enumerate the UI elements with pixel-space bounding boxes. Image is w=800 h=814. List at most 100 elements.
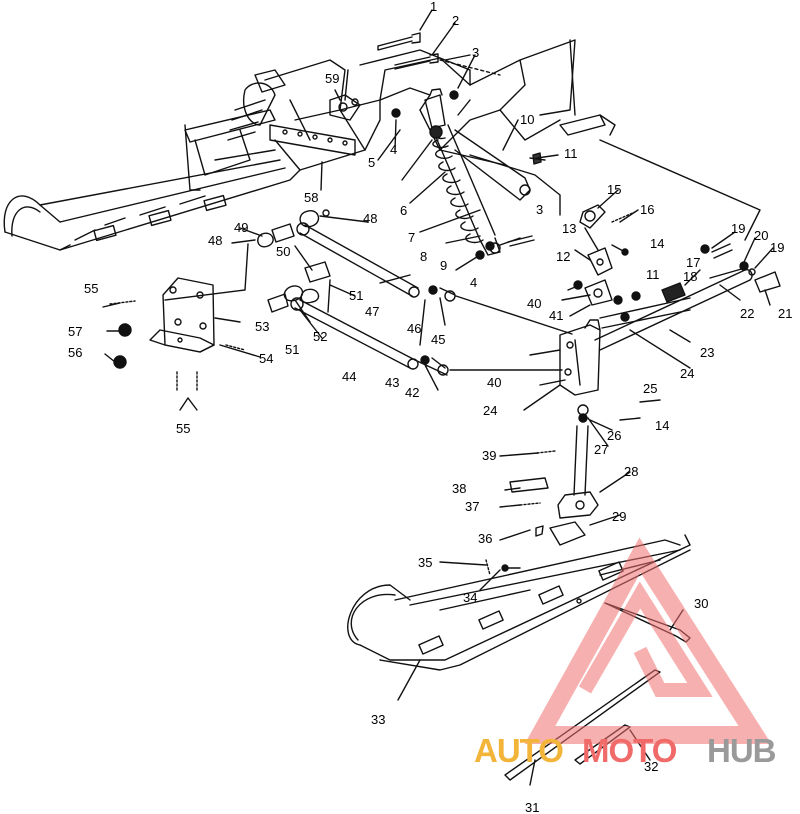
bushing-48b [257, 232, 274, 248]
spindle [557, 404, 599, 519]
leader-upper-arm [455, 295, 573, 335]
callout-label: 40 [527, 296, 542, 311]
callout-label: 49 [234, 220, 249, 235]
bushing-52 [267, 293, 289, 313]
callout-label: 59 [325, 71, 340, 86]
callout-label: 39 [482, 448, 497, 463]
callout-label: 51 [285, 342, 300, 357]
pivot-arm [454, 129, 531, 201]
leader-53 [164, 243, 249, 301]
pin-37 [519, 502, 541, 506]
nut-41 [613, 295, 623, 305]
callout-label: 33 [371, 712, 386, 727]
callout-label: 13 [562, 221, 577, 236]
callout-label: 5 [368, 155, 376, 170]
nut-56 [113, 355, 127, 369]
bushing-51 [283, 285, 304, 302]
callout-label: 46 [407, 321, 422, 336]
callout-label: 3 [536, 202, 544, 217]
pin-54 [225, 344, 246, 351]
callout-label: 14 [650, 236, 665, 251]
callout-label: 57 [68, 324, 83, 339]
callout-label: 56 [68, 345, 83, 360]
callout-label: 1 [430, 0, 438, 14]
callout-label: 23 [700, 345, 715, 360]
callout-label: 38 [452, 481, 467, 496]
nut-3-top [449, 90, 459, 100]
bushing-15 [579, 204, 606, 229]
callout-label: 42 [405, 385, 420, 400]
left-ski [3, 159, 301, 251]
callout-label: 26 [607, 428, 622, 443]
plug-36 [535, 525, 544, 537]
callout-label: 8 [420, 249, 428, 264]
nut-34-dot [501, 564, 509, 572]
callout-label: 10 [520, 112, 535, 127]
frame [264, 39, 761, 241]
callout-label: 35 [418, 555, 433, 570]
callout-label: 28 [624, 464, 639, 479]
callout-label: 47 [365, 304, 380, 319]
spindle-housing [559, 319, 601, 396]
callout-label: 44 [342, 369, 357, 384]
bracket-12 [584, 247, 613, 306]
callout-label: 27 [594, 442, 609, 457]
callout-label: 15 [607, 182, 622, 197]
callout-label: 55 [176, 421, 191, 436]
callout-label: 43 [385, 375, 400, 390]
washer-41 [573, 280, 583, 290]
callout-label: 20 [754, 228, 769, 243]
tie-rod [594, 243, 781, 351]
bolt-3-lower [507, 235, 535, 247]
watermark-hub: HUB [707, 732, 776, 769]
screws-55 [176, 371, 198, 391]
bushing-49 [271, 223, 295, 243]
pad-29 [549, 521, 586, 546]
callout-label: 9 [440, 258, 448, 273]
callout-label: 24 [483, 403, 498, 418]
callout-label: 2 [452, 13, 460, 28]
callout-label: 19 [770, 240, 785, 255]
bolt-1 [377, 32, 421, 51]
watermark-auto: AUTO [474, 732, 564, 769]
callout-label: 17 [686, 255, 701, 270]
callout-label: 16 [640, 202, 655, 217]
callout-label: 29 [612, 509, 627, 524]
callout-label: 41 [549, 308, 564, 323]
nut-57 [118, 323, 132, 337]
callout-label: 14 [655, 418, 670, 433]
pin-16 [611, 211, 636, 223]
callout-label: 54 [259, 351, 274, 366]
callout-label: 55 [84, 281, 99, 296]
stud-50 [304, 261, 331, 283]
washer-51 [300, 288, 320, 304]
callout-label: 21 [778, 306, 793, 321]
callout-label: 3 [472, 45, 480, 60]
shock-absorber [424, 88, 501, 256]
callout-label: 18 [683, 269, 698, 284]
callout-label: 48 [208, 233, 223, 248]
watermark-logo [524, 537, 772, 744]
screw-55a [109, 300, 136, 305]
washer-58 [322, 209, 330, 217]
callout-label: 11 [646, 267, 660, 282]
mount-plate [149, 277, 215, 353]
callout-label: 6 [400, 203, 408, 218]
bushing-48a [299, 210, 320, 228]
callout-label: 22 [740, 306, 755, 321]
callout-label: 34 [463, 590, 478, 605]
callout-label: 19 [731, 221, 746, 236]
bolt-2 [394, 53, 439, 70]
callout-label: 4 [470, 275, 478, 290]
callout-label: 37 [465, 499, 480, 514]
callout-label: 36 [478, 531, 493, 546]
mount-bracket [269, 94, 361, 156]
callout-label: 31 [525, 800, 540, 814]
callout-label: 4 [390, 142, 398, 157]
callout-label: 40 [487, 375, 502, 390]
nut-4-top [391, 108, 401, 118]
callout-label: 48 [363, 211, 378, 226]
pin-35 [485, 559, 491, 576]
callout-label: 32 [644, 759, 659, 774]
callout-label: 7 [408, 230, 416, 245]
